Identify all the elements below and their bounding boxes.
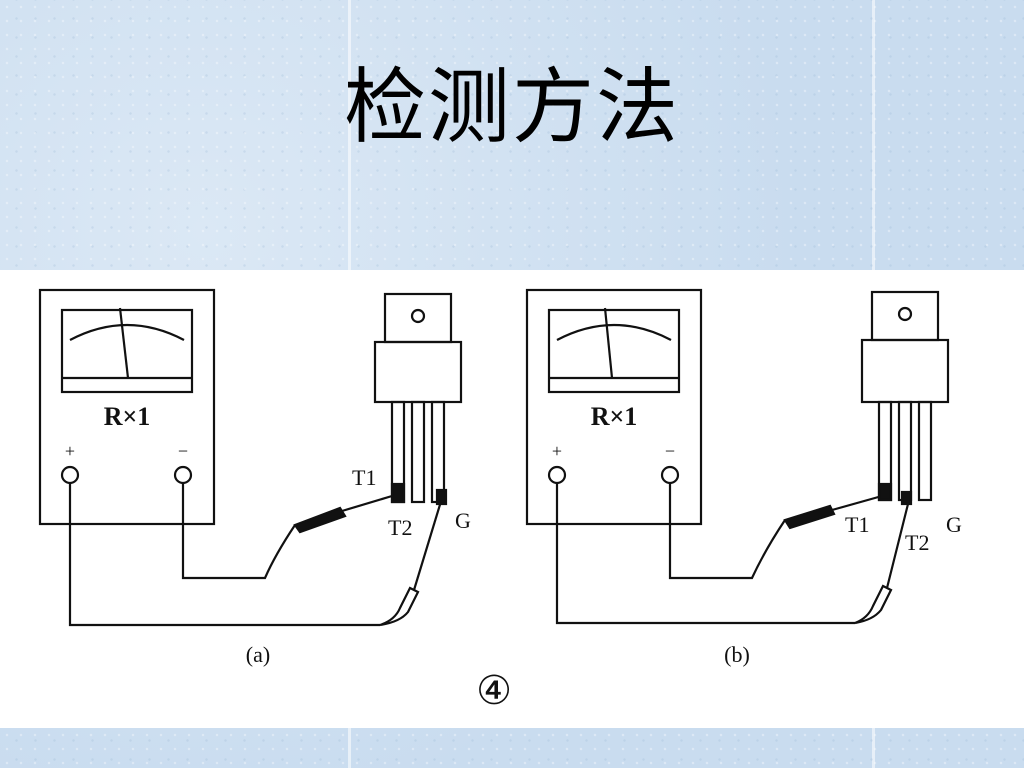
mounting-hole-a bbox=[410, 308, 426, 324]
test-method-figure: R×1 + − T1 T2 G (a) R×1 + − T1 T2 G (b) … bbox=[0, 270, 1024, 728]
caption-b: (b) bbox=[724, 642, 750, 667]
tab-a bbox=[383, 292, 453, 344]
terminal-t2-label-a: T2 bbox=[388, 515, 412, 540]
tab-b bbox=[870, 290, 940, 342]
multimeter-b bbox=[525, 288, 703, 526]
panel-a bbox=[38, 288, 463, 627]
terminal-t1-label-a: T1 bbox=[352, 465, 376, 490]
triac-body-b bbox=[860, 338, 950, 404]
jack-negative-b bbox=[660, 465, 680, 485]
minus-label-a: − bbox=[178, 441, 188, 461]
jack-positive-a bbox=[60, 465, 80, 485]
circuit-diagram: R×1 + − T1 T2 G (a) R×1 + − T1 T2 G (b) … bbox=[38, 288, 962, 713]
probe-white-a bbox=[379, 586, 420, 627]
terminal-t1-label-b: T1 bbox=[845, 512, 869, 537]
mounting-hole-b bbox=[897, 306, 913, 322]
figure-number: ④ bbox=[476, 668, 512, 713]
meter-needle-b bbox=[603, 307, 614, 379]
pin-t2-b bbox=[897, 400, 913, 502]
caption-a: (a) bbox=[246, 642, 270, 667]
triac-body-a bbox=[373, 340, 463, 404]
minus-label-b: − bbox=[665, 441, 675, 461]
slide-title: 检测方法 bbox=[343, 60, 680, 155]
meter-needle-a bbox=[118, 307, 130, 379]
plus-label-a: + bbox=[65, 441, 75, 461]
meter-dial-b bbox=[547, 308, 681, 394]
terminal-g-label-a: G bbox=[455, 508, 471, 533]
range-label-b: R×1 bbox=[591, 402, 638, 431]
multimeter-a bbox=[38, 288, 216, 526]
pin-g-a bbox=[430, 400, 446, 504]
lead-negative-a bbox=[181, 483, 296, 580]
dial-scale-a bbox=[69, 323, 185, 341]
lead-positive-a bbox=[68, 483, 380, 627]
probe-black-b bbox=[783, 504, 836, 530]
range-label-a: R×1 bbox=[104, 402, 151, 431]
lead-positive-b bbox=[555, 483, 855, 625]
jack-positive-b bbox=[547, 465, 567, 485]
panel-b bbox=[525, 288, 950, 625]
probe-white-b bbox=[854, 584, 893, 625]
terminal-g-label-b: G bbox=[946, 512, 962, 537]
meter-dial-a bbox=[60, 308, 194, 394]
pin-g-b bbox=[917, 400, 933, 502]
lead-negative-b bbox=[668, 483, 786, 580]
terminal-t2-label-b: T2 bbox=[905, 530, 929, 555]
jack-negative-a bbox=[173, 465, 193, 485]
plus-label-b: + bbox=[552, 441, 562, 461]
dial-scale-b bbox=[556, 323, 672, 341]
pin-t2-a bbox=[410, 400, 426, 504]
probe-black-a bbox=[293, 506, 347, 534]
